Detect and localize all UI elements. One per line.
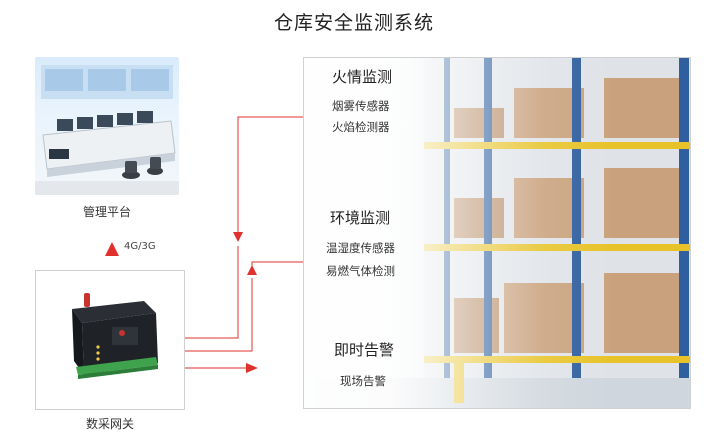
section-env-item: 温湿度传感器: [326, 241, 395, 255]
fire-connector-line: [237, 116, 303, 232]
arrow-right-icon: [246, 363, 258, 373]
gateway-image: [35, 270, 185, 410]
section-fire-item: 烟雾传感器: [332, 99, 390, 113]
section-env-item: 易燃气体检测: [326, 264, 395, 278]
arrow-down-icon: [233, 232, 243, 242]
control-room-image: [35, 57, 179, 195]
env-connector-line: [251, 261, 303, 275]
uplink-arrow-icon: [105, 242, 119, 256]
uplink-label: 4G/3G: [124, 241, 156, 252]
section-alarm-title: 即时告警: [334, 341, 395, 359]
section-env-title: 环境监测: [330, 209, 391, 227]
gateway-caption: 数采网关: [85, 417, 134, 431]
section-fire-title: 火情监测: [332, 68, 393, 86]
fire-to-gateway-line: [185, 246, 239, 339]
page-title: 仓库安全监测系统: [273, 12, 434, 34]
warehouse-panel: 火情监测 烟雾传感器 火焰检测器 环境监测 温湿度传感器 易燃气体检测 即时告警…: [303, 57, 691, 409]
arrow-up-icon: [247, 265, 257, 275]
section-fire-item: 火焰检测器: [332, 120, 390, 134]
panel-fade-overlay: [304, 58, 690, 408]
platform-caption: 管理平台: [82, 205, 131, 219]
section-alarm-item: 现场告警: [340, 374, 386, 388]
env-to-gateway-line: [185, 278, 253, 352]
